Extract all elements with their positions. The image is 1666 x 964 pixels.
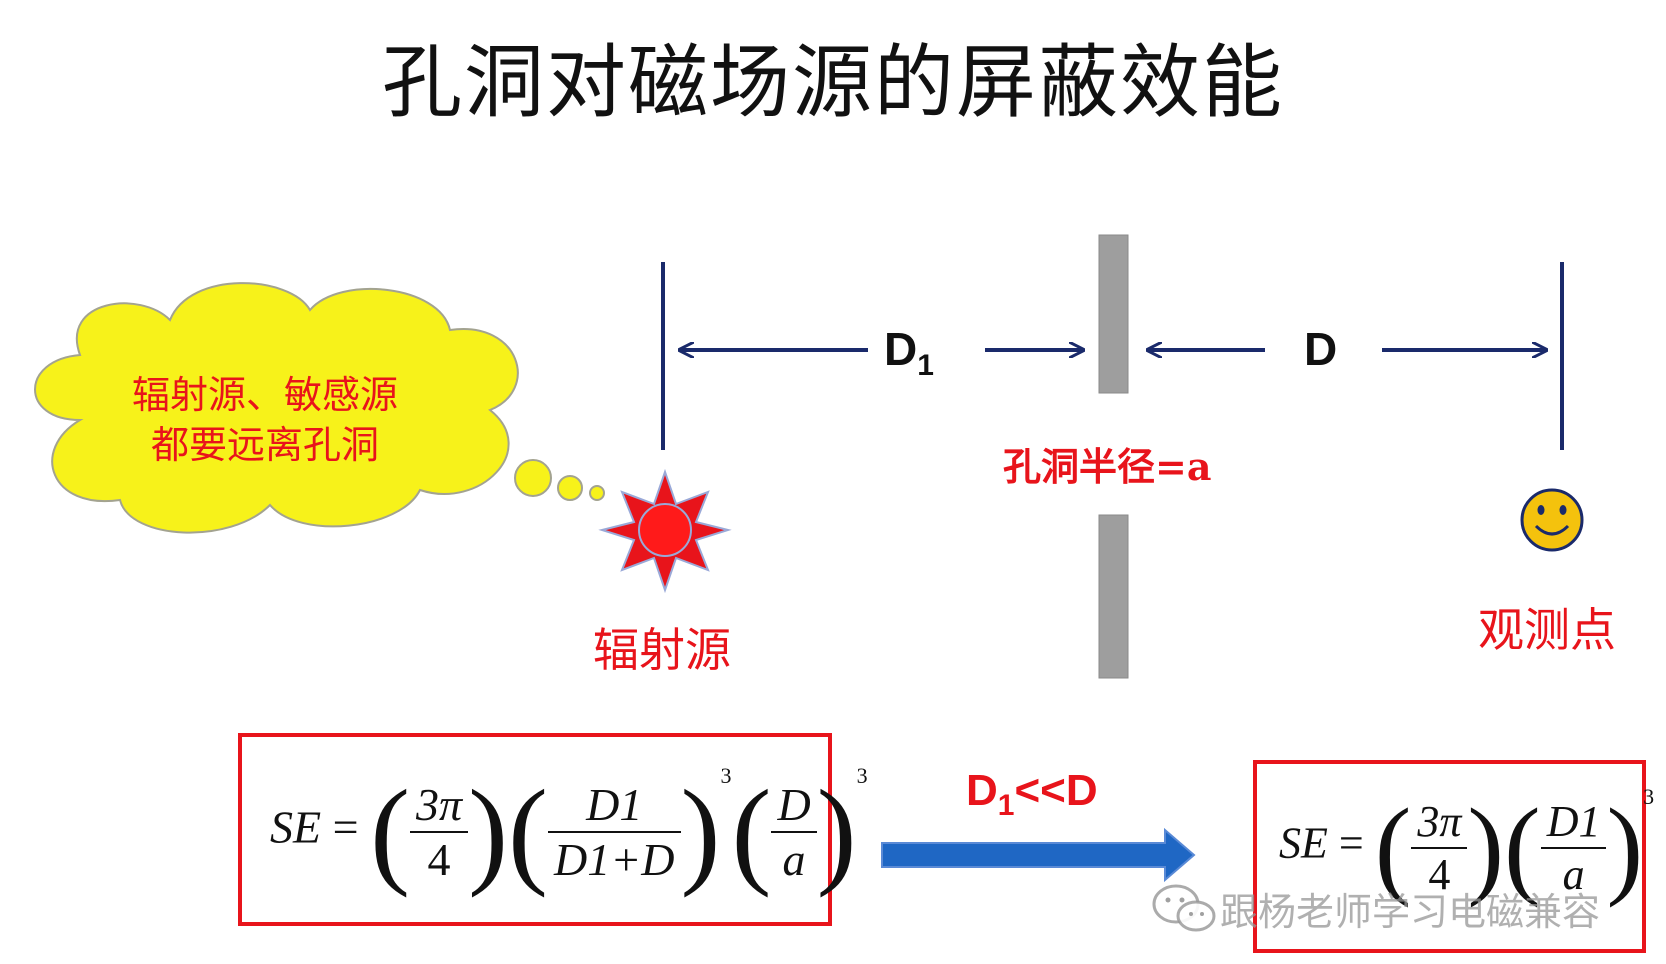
full-formula-exp-2: 3	[856, 763, 868, 788]
bubble-dot-large	[514, 459, 552, 497]
d1-label-main: D	[884, 323, 918, 375]
shield-plate-upper	[1098, 234, 1129, 394]
full-formula-equals: =	[332, 801, 359, 853]
shield-plate-lower	[1098, 514, 1129, 679]
source-label: 辐射源	[593, 623, 731, 677]
radiation-source-icon	[598, 468, 732, 594]
condition-label: D1<<D	[966, 766, 1098, 823]
bubble-text: 辐射源、敏感源 都要远离孔洞	[95, 370, 435, 470]
d-label: D	[1304, 323, 1338, 375]
observer-label: 观测点	[1478, 603, 1616, 657]
condition-arrow	[881, 827, 1196, 883]
wechat-icon	[1152, 884, 1216, 932]
page-title: 孔洞对磁场源的屏蔽效能	[382, 36, 1284, 129]
hole-radius-label: 孔洞半径=a	[1003, 444, 1212, 489]
condition-rest: <<D	[1014, 766, 1098, 815]
smiley-face-icon	[1520, 488, 1584, 552]
thought-bubble	[34, 282, 605, 534]
watermark-text: 跟杨老师学习电磁兼容	[1220, 889, 1601, 934]
watermark: 跟杨老师学习电磁兼容	[1150, 880, 1600, 936]
simplified-formula-lhs: SE	[1279, 818, 1328, 868]
simplified-formula-equals: =	[1338, 818, 1364, 868]
simplified-formula-exp: 3	[1643, 784, 1655, 809]
bubble-line-2: 都要远离孔洞	[150, 423, 379, 467]
d1-label: D1	[884, 322, 934, 383]
bubble-line-1: 辐射源、敏感源	[131, 373, 398, 417]
bubble-cloud	[34, 282, 519, 534]
condition-sub: 1	[997, 789, 1015, 822]
bubble-dot-medium	[557, 475, 583, 501]
condition-main: D	[966, 766, 998, 815]
full-formula-lhs: SE	[270, 801, 322, 853]
full-formula-exp-1: 3	[720, 763, 732, 788]
d1-label-sub: 1	[917, 349, 934, 382]
bubble-dot-small	[589, 485, 605, 501]
